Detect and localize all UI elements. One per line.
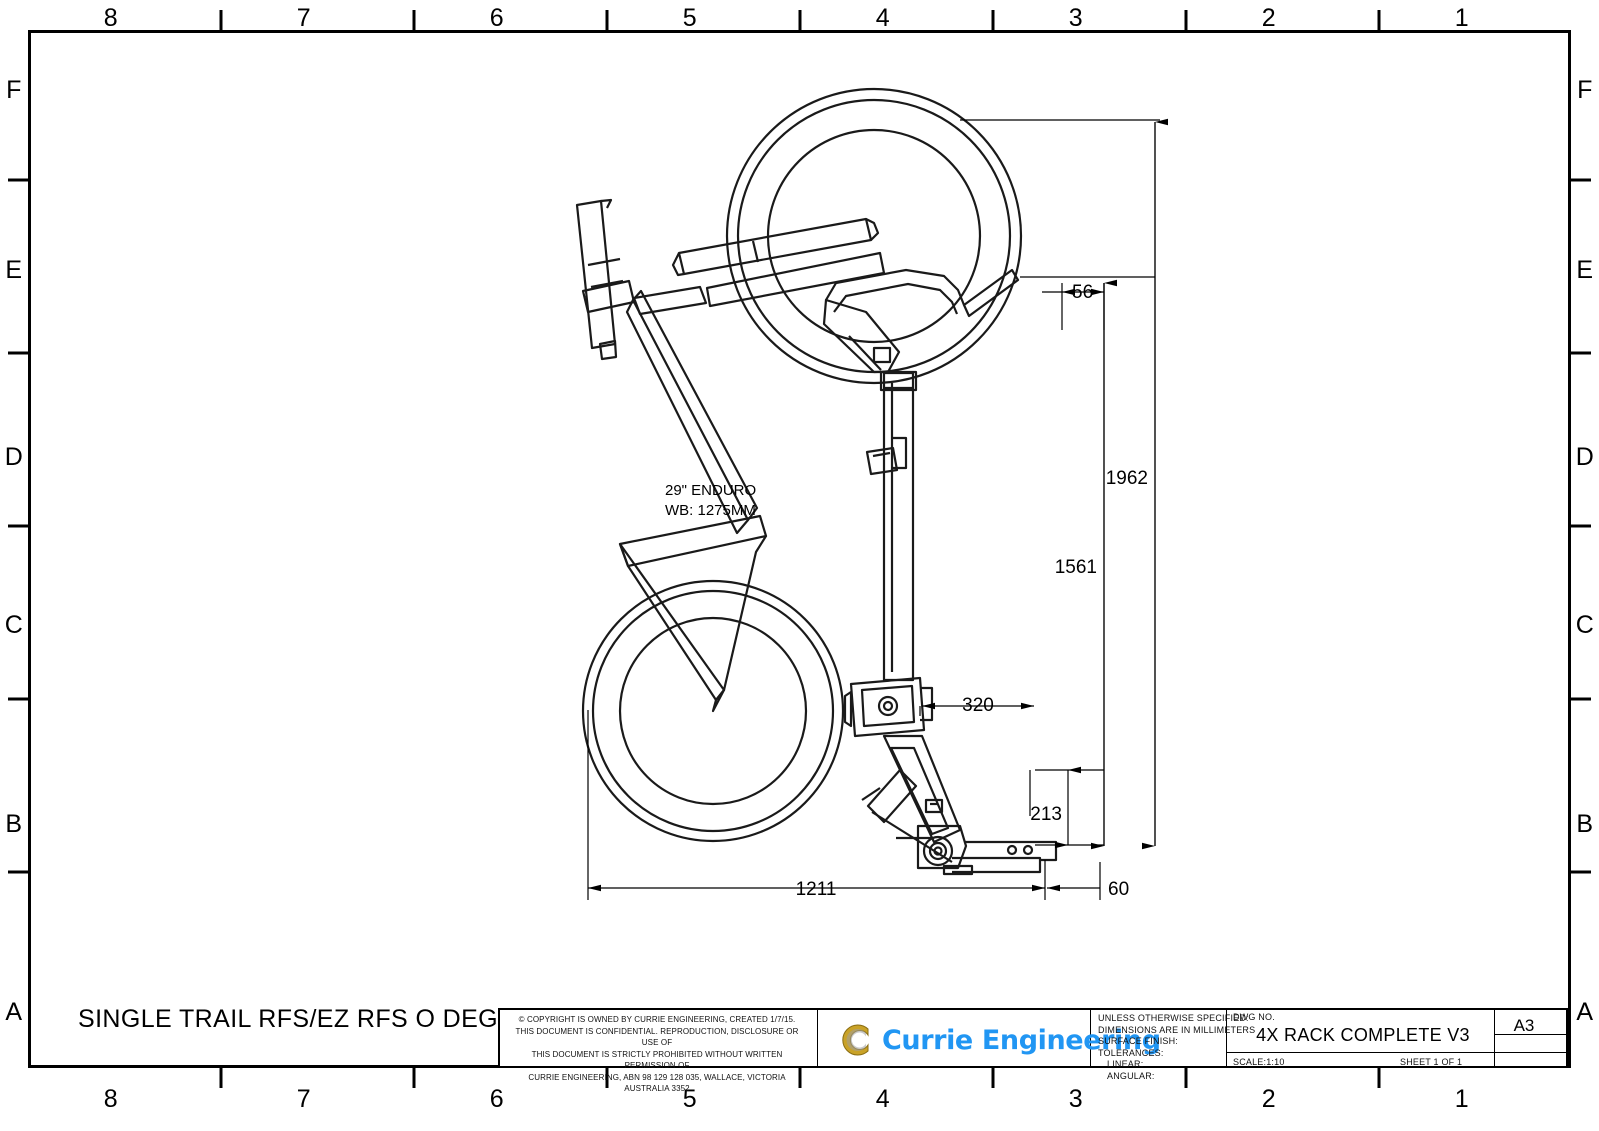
- latch-detail: [924, 798, 944, 814]
- spec-line-4: TOLERANCES:: [1098, 1047, 1164, 1058]
- zone-tick-marks: [8, 10, 1591, 1088]
- copyright-block: © COPYRIGHT IS OWNED BY CURRIE ENGINEERI…: [513, 1014, 801, 1095]
- title-block: [498, 1008, 1568, 1068]
- copyright-line-1: © COPYRIGHT IS OWNED BY CURRIE ENGINEERI…: [518, 1015, 796, 1024]
- tb-sep-3: [1226, 1008, 1227, 1068]
- handlebar: [671, 217, 880, 277]
- zone-top-7: 7: [296, 4, 312, 32]
- zone-top-4: 4: [875, 4, 891, 32]
- zone-right-e: E: [1576, 256, 1594, 284]
- tb-sep-2: [1090, 1008, 1091, 1068]
- company-logo: Currie Engineering: [820, 1012, 1161, 1068]
- zone-left-a: A: [5, 998, 23, 1026]
- currie-c-icon: [842, 1024, 869, 1056]
- zone-top-6: 6: [489, 4, 505, 32]
- copyright-line-3: THIS DOCUMENT IS STRICTLY PROHIBITED WIT…: [531, 1049, 783, 1071]
- zone-right-d: D: [1575, 443, 1595, 471]
- zone-top-5: 5: [682, 4, 698, 32]
- bike-rack-assembly: [822, 268, 1058, 876]
- dim-56: 56: [1072, 282, 1093, 303]
- dim-213: 213: [1030, 804, 1062, 825]
- dim-320: 320: [962, 695, 994, 716]
- tb-sep-1: [817, 1008, 818, 1068]
- zone-top-1: 1: [1454, 4, 1470, 32]
- dim-1211: 1211: [796, 879, 837, 900]
- page-title: SINGLE TRAIL RFS/EZ RFS O DEG: [78, 1005, 499, 1033]
- sheet-frame-border: [28, 30, 1571, 1068]
- dim-1962: 1962: [1106, 468, 1148, 489]
- zone-top-2: 2: [1261, 4, 1277, 32]
- spec-linear: LINEAR:: [1107, 1059, 1144, 1069]
- zone-left-f: F: [6, 76, 22, 104]
- tb-hsep-size: [1495, 1034, 1568, 1035]
- zone-bottom-8: 8: [103, 1085, 119, 1113]
- zone-bottom-7: 7: [296, 1085, 312, 1113]
- tb-hsep-scale: [1227, 1052, 1568, 1053]
- zone-right-f: F: [1577, 76, 1593, 104]
- zone-right-a: A: [1576, 998, 1594, 1026]
- zone-top-3: 3: [1068, 4, 1084, 32]
- frame-note: 29" ENDURO WB: 1275MM: [665, 482, 756, 519]
- hitch-head: [896, 824, 1058, 876]
- sheet-count: SHEET 1 OF 1: [1400, 1057, 1463, 1067]
- spec-line-1: UNLESS OTHERWISE SPECIFIED:: [1098, 1013, 1249, 1023]
- note-line-2: WB: 1275MM: [665, 502, 756, 519]
- bicycle-frame: [618, 251, 886, 713]
- zone-bottom-1: 1: [1454, 1085, 1470, 1113]
- zone-bottom-3: 3: [1068, 1085, 1084, 1113]
- dimension-lines: [587, 118, 1169, 900]
- scale-value: SCALE:1:10: [1233, 1057, 1285, 1067]
- zone-left-b: B: [5, 810, 23, 838]
- copyright-line-4: CURRIE ENGINEERING, ABN 98 129 128 035, …: [528, 1072, 786, 1094]
- note-line-1: 29" ENDURO: [665, 482, 756, 499]
- bicycle-assembly: [575, 87, 1023, 843]
- zone-bottom-5: 5: [682, 1085, 698, 1113]
- zone-top-8: 8: [103, 4, 119, 32]
- dwg-no-label: DWG NO.: [1233, 1012, 1275, 1022]
- specification-notes: UNLESS OTHERWISE SPECIFIED: DIMENSIONS A…: [1098, 1013, 1255, 1082]
- spec-angular: ANGULAR:: [1107, 1070, 1155, 1081]
- fork-and-headtube: [575, 198, 636, 361]
- dwg-no-value: 4X RACK COMPLETE V3: [1256, 1025, 1470, 1045]
- sheet-size: A3: [1513, 1016, 1535, 1035]
- company-name: Currie Engineering: [882, 1024, 1161, 1056]
- zone-left-d: D: [4, 443, 24, 471]
- zone-bottom-6: 6: [489, 1085, 505, 1113]
- tb-sep-4: [1494, 1008, 1495, 1068]
- dim-1561: 1561: [1055, 557, 1097, 578]
- spec-line-3: SURFACE FINISH:: [1098, 1036, 1179, 1046]
- zone-bottom-2: 2: [1261, 1085, 1277, 1113]
- zone-right-c: C: [1575, 611, 1595, 639]
- copyright-line-2: THIS DOCUMENT IS CONFIDENTIAL. REPRODUCT…: [515, 1026, 799, 1048]
- zone-right-b: B: [1576, 810, 1594, 838]
- rear-wheel: [581, 579, 845, 843]
- zone-left-c: C: [4, 611, 24, 639]
- spec-line-2: DIMENSIONS ARE IN MILLIMETERS: [1098, 1024, 1256, 1035]
- dimension-labels: 56 1962 1561 320 213 1211 60: [796, 282, 1148, 900]
- dim-60: 60: [1108, 879, 1129, 900]
- zone-left-e: E: [5, 256, 23, 284]
- zone-bottom-4: 4: [875, 1085, 891, 1113]
